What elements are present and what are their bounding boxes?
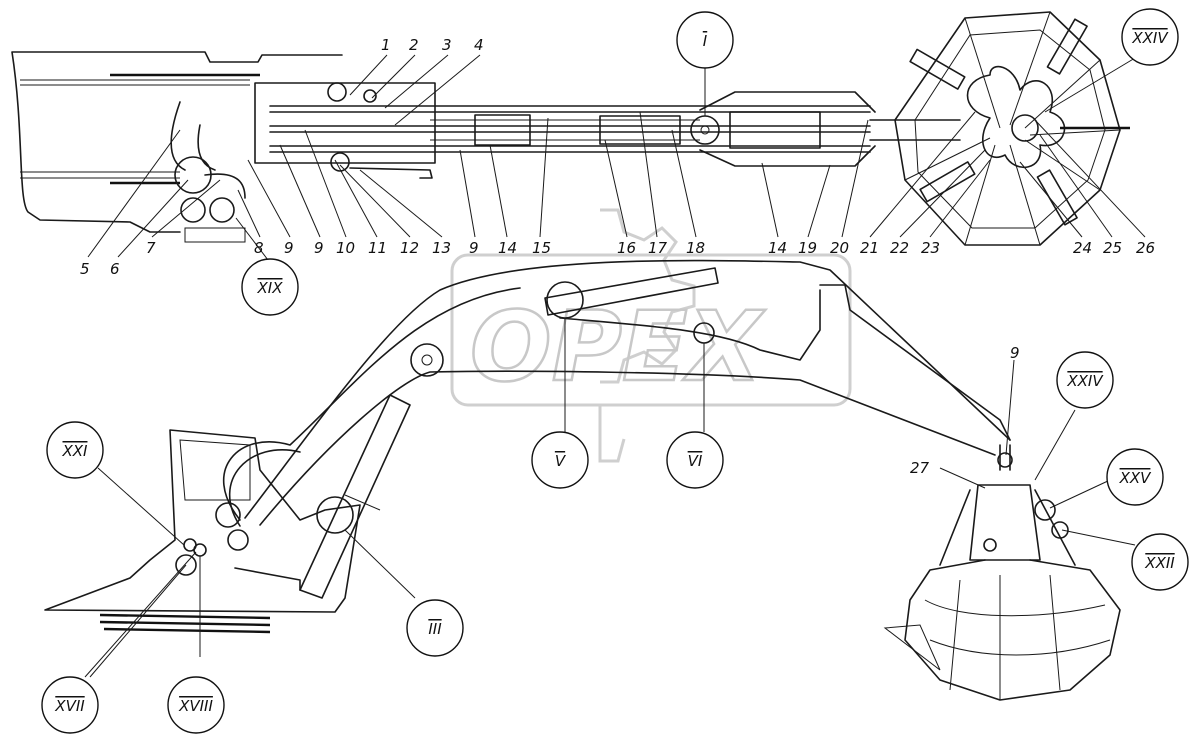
watermark: ОРЕХ (450, 208, 852, 463)
svg-text:XVIII: XVIII (178, 697, 213, 715)
svg-text:III: III (428, 620, 442, 638)
svg-text:XXIV: XXIV (1066, 372, 1104, 390)
svg-text:XIX: XIX (257, 279, 284, 297)
callout-circles: I XXIV XIX V VI XXI III XVII (41, 8, 1189, 734)
svg-text:XVII: XVII (54, 697, 85, 715)
callout-XVII: XVII (41, 676, 99, 734)
label-14: 14 (768, 239, 787, 257)
label-9-side: 9 (1010, 344, 1020, 362)
svg-text:XXV: XXV (1119, 469, 1153, 487)
watermark-text: ОРЕХ (470, 291, 766, 403)
label-14: 14 (498, 239, 517, 257)
label-27: 27 (910, 459, 930, 477)
svg-text:VI: VI (688, 452, 703, 470)
callout-I: I (676, 11, 734, 69)
callout-XXII: XXII (1131, 533, 1189, 591)
callout-XVIII: XVIII (167, 676, 225, 734)
label-3: 3 (442, 36, 452, 54)
label-23: 23 (921, 239, 940, 257)
callout-XIX: XIX (241, 258, 299, 316)
svg-text:XXII: XXII (1144, 554, 1175, 572)
label-13: 13 (432, 239, 451, 257)
top-view-leaders (87, 54, 1146, 261)
callout-III: III (406, 599, 464, 657)
label-2: 2 (409, 36, 419, 54)
label-9: 9 (469, 239, 479, 257)
label-9: 9 (314, 239, 324, 257)
label-6: 6 (110, 260, 120, 278)
label-11: 11 (368, 239, 387, 257)
label-7: 7 (146, 239, 156, 257)
label-16: 16 (617, 239, 636, 257)
label-15: 15 (532, 239, 551, 257)
top-view (11, 11, 1130, 246)
callout-XXI: XXI (46, 421, 104, 479)
label-4: 4 (474, 36, 484, 54)
label-5: 5 (80, 260, 90, 278)
svg-text:XXIV: XXIV (1131, 29, 1169, 47)
side-view-leaders (84, 318, 1136, 678)
svg-text:I: I (703, 32, 708, 50)
label-17: 17 (648, 239, 668, 257)
label-22: 22 (890, 239, 909, 257)
label-20: 20 (830, 239, 849, 257)
label-19: 19 (798, 239, 817, 257)
label-12: 12 (400, 239, 419, 257)
label-21: 21 (860, 239, 879, 257)
top-view-number-labels: 1 2 3 4 5 6 7 8 9 9 10 11 12 13 9 14 15 … (80, 36, 1155, 278)
label-26: 26 (1136, 239, 1155, 257)
side-view (44, 259, 1121, 701)
callout-XXV: XXV (1106, 448, 1164, 506)
callout-XXIV-side: XXIV (1056, 351, 1114, 409)
svg-text:V: V (555, 452, 567, 470)
label-1: 1 (381, 36, 391, 54)
callout-XXIV-top: XXIV (1121, 8, 1179, 66)
label-8: 8 (254, 239, 264, 257)
label-25: 25 (1103, 239, 1122, 257)
callout-VI: VI (666, 431, 724, 489)
label-9: 9 (284, 239, 294, 257)
label-24: 24 (1073, 239, 1092, 257)
side-view-number-labels: 9 27 (910, 344, 1020, 477)
label-10: 10 (336, 239, 355, 257)
label-18: 18 (686, 239, 705, 257)
svg-text:XXI: XXI (62, 442, 89, 460)
callout-V: V (531, 431, 589, 489)
